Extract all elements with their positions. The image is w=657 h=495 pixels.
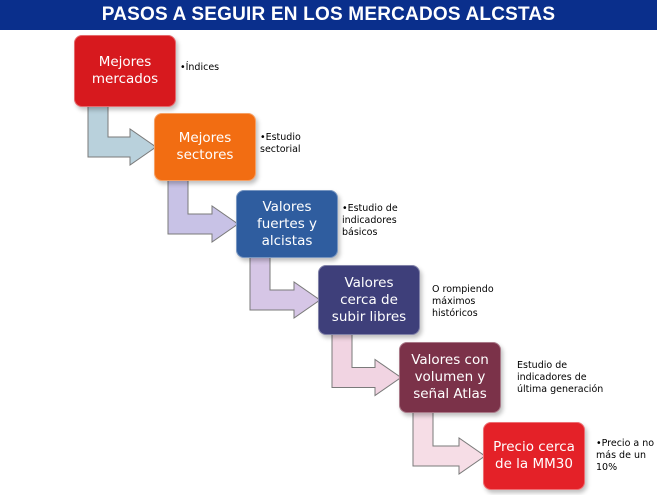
step-label: Precio cerca de la MM30: [493, 439, 575, 472]
note-basic-indicators: •Estudio de indicadores básicos: [342, 203, 398, 238]
step-box-strong-values: Valores fuertes y alcistas: [236, 190, 338, 258]
title-bar: [0, 0, 657, 30]
step-arrow: [331, 332, 402, 397]
step-box-best-sectors: Mejores sectores: [154, 113, 256, 181]
step-label: Mejores mercados: [91, 54, 159, 87]
step-arrow: [249, 255, 321, 319]
step-label: Valores con volumen y señal Atlas: [411, 352, 489, 402]
step-box-volume-atlas: Valores con volumen y señal Atlas: [399, 342, 501, 413]
step-box-price-near-mm30: Precio cerca de la MM30: [483, 422, 585, 490]
step-arrow: [167, 178, 239, 243]
note-indices: •Índices: [180, 62, 220, 73]
step-box-near-free-rise: Valores cerca de subir libres: [318, 265, 420, 335]
page-title: PASOS A SEGUIR EN LOS MERCADOS ALCSTAS: [101, 4, 556, 25]
note-latest-indicators: Estudio de indicadores de última generac…: [517, 360, 604, 395]
note-price-ten-percent: •Precio a no más de un 10%: [596, 438, 655, 473]
step-label: Mejores sectores: [176, 130, 234, 163]
step-box-best-markets: Mejores mercados: [74, 35, 176, 107]
step-label: Valores fuertes y alcistas: [256, 198, 318, 249]
step-label: Valores cerca de subir libres: [331, 274, 407, 325]
step-arrow: [87, 104, 157, 166]
note-sector-study: •Estudio sectorial: [260, 132, 301, 155]
note-breaking-highs: O rompiendo máximos históricos: [432, 284, 494, 319]
step-arrow: [412, 410, 486, 475]
